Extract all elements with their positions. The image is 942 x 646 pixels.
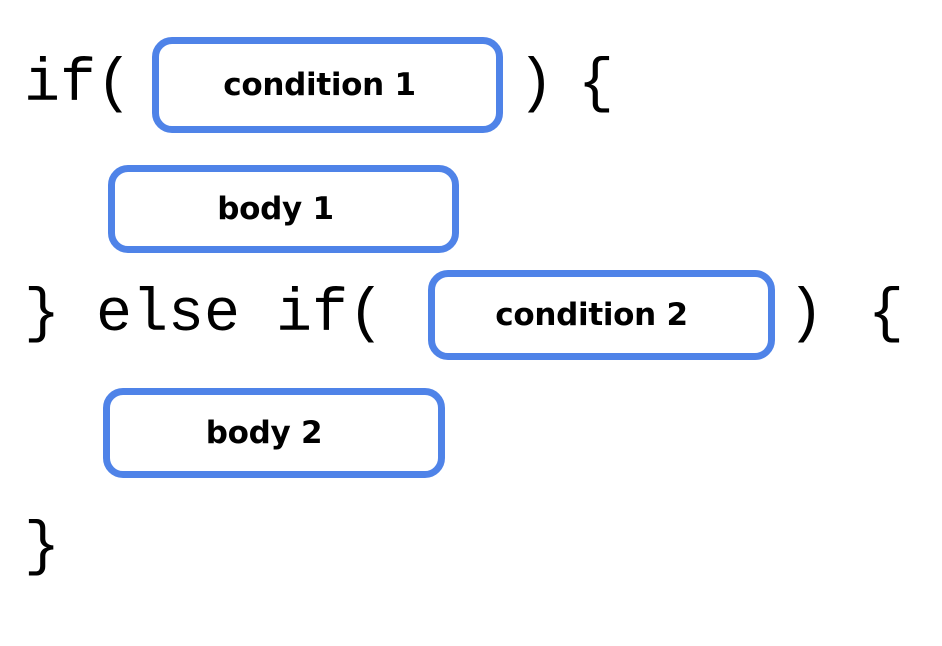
- slot-condition-2-label: condition 2: [495, 296, 688, 333]
- slot-body-2-label: body 2: [205, 414, 323, 451]
- slot-condition-1-label: condition 1: [223, 66, 416, 103]
- slot-body-1-label: body 1: [217, 190, 334, 227]
- code-token-close-paren-1: ): [518, 51, 555, 119]
- code-token-close-paren-2: ): [788, 281, 825, 349]
- code-token-open-brace-1: {: [578, 51, 615, 119]
- slot-body-2[interactable]: body 2: [103, 388, 445, 478]
- code-token-open-brace-2: {: [868, 281, 905, 349]
- slot-body-1[interactable]: body 1: [108, 165, 459, 253]
- code-token-if: if(: [24, 51, 133, 119]
- slot-condition-1[interactable]: condition 1: [152, 37, 503, 133]
- code-token-else-if: } else if(: [24, 281, 385, 349]
- code-token-close-brace-final: }: [24, 514, 61, 582]
- slot-condition-2[interactable]: condition 2: [428, 270, 775, 360]
